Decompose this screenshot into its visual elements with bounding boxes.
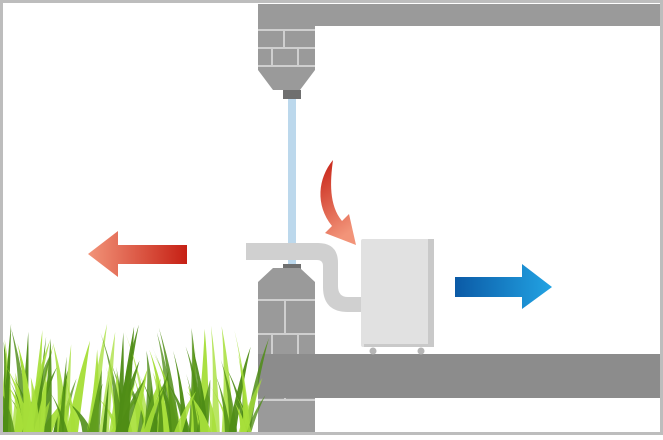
- ac-unit-wheel: [417, 347, 425, 355]
- grass-blade: [0, 390, 15, 432]
- cool-air-out-arrow: [455, 264, 552, 309]
- grass-blade: [186, 373, 199, 432]
- grass-blade: [34, 378, 47, 432]
- grass-blade: [25, 339, 51, 432]
- grass-blade: [117, 378, 145, 432]
- lower-wall: [258, 264, 315, 432]
- ac-unit-base: [364, 344, 431, 347]
- grass-blade: [47, 388, 68, 432]
- ac-unit-vent-strip: [431, 246, 434, 322]
- grass-blade: [64, 373, 77, 432]
- grass-blade: [174, 391, 197, 432]
- grass-blade: [246, 395, 266, 432]
- grass-blade: [88, 369, 102, 432]
- window-frame-top: [283, 90, 301, 99]
- portable-ac-unit: [361, 239, 434, 355]
- grass: [0, 323, 269, 432]
- grass-blade: [65, 399, 93, 432]
- ac-unit-body: [361, 239, 434, 347]
- window-glass: [288, 99, 296, 264]
- grass-blade: [158, 381, 164, 432]
- warm-air-intake-arrow: [320, 160, 356, 245]
- exhaust-hose: [246, 243, 366, 312]
- grass-blade: [129, 363, 148, 432]
- lower-wall-block: [258, 268, 315, 432]
- grass-blade: [215, 374, 231, 432]
- grass-blade: [102, 380, 109, 432]
- grass-blade: [238, 377, 263, 432]
- grass-blade: [234, 330, 251, 432]
- ceiling-slab: [258, 4, 660, 26]
- upper-wall: [258, 4, 315, 99]
- grass-blade: [123, 328, 151, 432]
- floor-slab: [258, 354, 660, 398]
- grass-blade: [143, 387, 164, 432]
- grass-blade: [186, 391, 211, 432]
- grass-blade: [222, 360, 250, 432]
- grass-blade: [230, 387, 252, 432]
- grass-blade: [158, 327, 180, 432]
- grass-blade: [100, 332, 125, 432]
- grass-blade: [99, 332, 116, 432]
- ac-unit-wheel: [369, 347, 377, 355]
- grass-blade: [220, 359, 238, 432]
- grass-blade: [234, 401, 247, 432]
- hot-air-out-arrow: [88, 231, 187, 277]
- grass-blade: [14, 381, 23, 432]
- grass-blade: [210, 325, 220, 432]
